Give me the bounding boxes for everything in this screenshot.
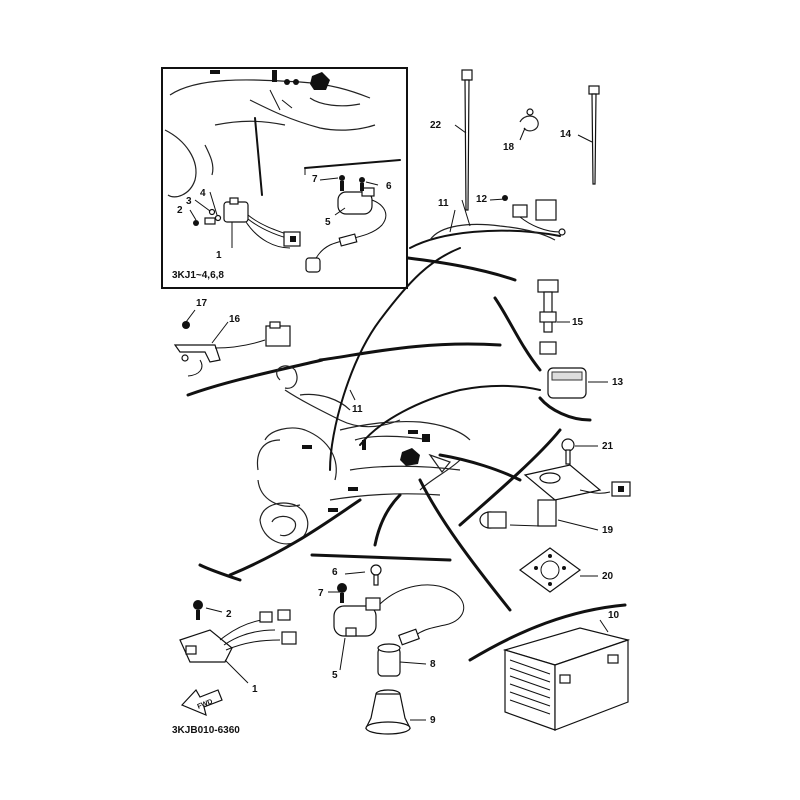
callout-1: 1 — [252, 684, 258, 695]
callout-17: 17 — [196, 298, 208, 309]
sender-15: 15 — [537, 279, 584, 355]
callout-7-inset: 7 — [312, 174, 318, 185]
cable-tie-14: 14 — [560, 85, 600, 185]
divider-center-3 — [373, 493, 402, 547]
ignition-coil-main: 6 7 5 — [318, 564, 465, 681]
divider-bottom-left — [198, 563, 242, 582]
callout-7: 7 — [318, 588, 324, 599]
cdi-unit-inset — [193, 197, 301, 249]
callout-6-inset: 6 — [386, 181, 392, 192]
gasket-20: 20 — [518, 547, 614, 593]
callout-9: 9 — [430, 715, 436, 726]
callout-13: 13 — [612, 377, 624, 388]
scooter-body: 11 — [256, 247, 541, 545]
callout-11-center: 11 — [352, 404, 363, 415]
cdi-unit-main: 2 1 — [179, 600, 297, 695]
callout-2: 2 — [226, 609, 232, 620]
callout-19: 19 — [602, 525, 614, 536]
divider-center-2 — [228, 498, 362, 577]
inset-panel: 7 6 5 2 3 4 1 3KJ1~4,6,8 — [161, 67, 408, 289]
divider-right-2 — [538, 396, 592, 422]
divider-center-5 — [438, 453, 522, 482]
callout-12: 12 — [476, 194, 488, 205]
callout-18: 18 — [503, 142, 515, 153]
callout-22: 22 — [430, 120, 442, 131]
figure-code: 3KJB010-6360 — [172, 725, 240, 736]
callout-5: 5 — [332, 670, 338, 681]
callout-20: 20 — [602, 571, 614, 582]
divider-center-4 — [418, 478, 512, 612]
callout-1-inset: 1 — [216, 250, 222, 261]
callout-10: 10 — [608, 610, 620, 621]
callout-2-inset: 2 — [177, 205, 183, 216]
divider-right-1 — [493, 296, 542, 372]
ignition-coil-inset — [305, 175, 387, 273]
divider-bottom-1 — [310, 553, 452, 562]
callout-6: 6 — [332, 567, 338, 578]
divider-left-upper — [186, 358, 324, 397]
relay-13: 13 — [547, 367, 624, 399]
callout-11-top: 11 — [438, 198, 449, 209]
wire-harness-top: 11 12 — [409, 194, 566, 249]
callout-15: 15 — [572, 317, 584, 328]
bolt-21: 21 — [561, 438, 614, 465]
cable-tie-22: 22 — [430, 69, 473, 211]
fuel-sender-19: 19 — [479, 464, 631, 536]
divider-bottom-right — [468, 603, 627, 662]
callout-3-inset: 3 — [186, 196, 192, 207]
plug-cover-9: 9 — [365, 689, 436, 735]
regulator-16: 17 16 — [173, 298, 291, 377]
callout-21: 21 — [602, 441, 614, 452]
divider-right-3 — [458, 428, 562, 527]
spark-plug-cap-8: 8 — [377, 643, 436, 677]
callout-14: 14 — [560, 129, 572, 140]
fwd-arrow: FWD — [180, 688, 223, 717]
divider-top-right — [406, 256, 517, 282]
callout-16: 16 — [229, 314, 241, 325]
callout-5-inset: 5 — [325, 217, 331, 228]
clamp-18: 18 — [503, 108, 539, 153]
callout-4-inset: 4 — [200, 188, 206, 199]
inset-caption: 3KJ1~4,6,8 — [172, 270, 224, 281]
divider-center-1 — [318, 342, 502, 362]
battery-10: 10 — [502, 610, 631, 731]
callout-8: 8 — [430, 659, 436, 670]
